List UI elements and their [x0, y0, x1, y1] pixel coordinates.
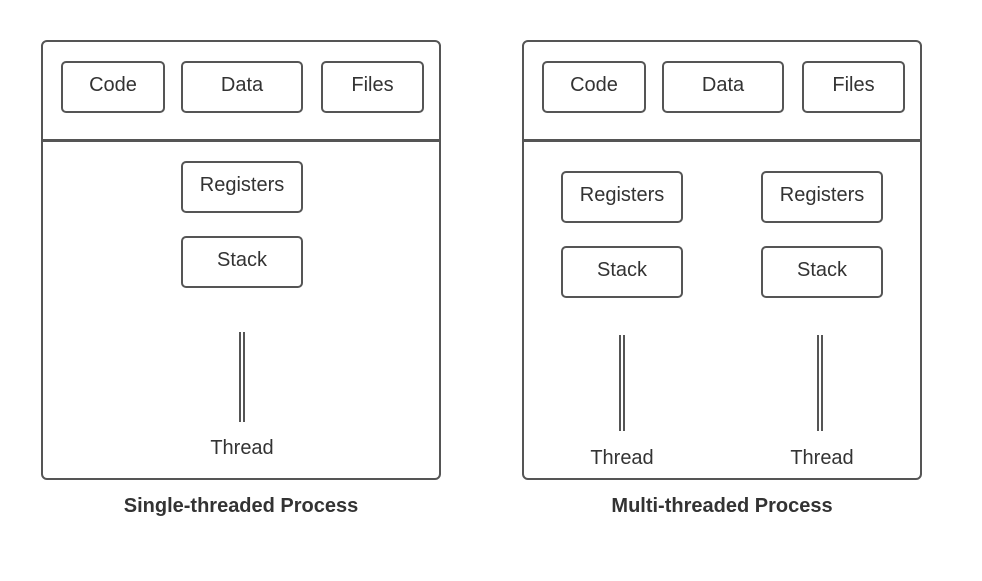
shared-divider: [522, 139, 922, 142]
stack-box: Stack: [181, 236, 303, 288]
thread-2-stack-box: Stack: [761, 246, 883, 298]
files-box: Files: [321, 61, 424, 113]
thread-2-registers-box: Registers: [761, 171, 883, 223]
thread-2-line: [817, 335, 823, 431]
code-box: Code: [542, 61, 646, 113]
thread-1-label: Thread: [590, 447, 654, 469]
registers-label: Registers: [779, 183, 865, 206]
files-label: Files: [832, 73, 875, 96]
multi-threaded-caption: Multi-threaded Process: [611, 495, 833, 517]
files-box: Files: [802, 61, 905, 113]
registers-label: Registers: [579, 183, 665, 206]
thread-1-line: [619, 335, 625, 431]
shared-divider: [41, 139, 441, 142]
stack-label: Stack: [796, 258, 848, 281]
thread-1-stack-box: Stack: [561, 246, 683, 298]
single-threaded-process: Code Data Files Registers Stack Thread: [41, 40, 441, 480]
files-label: Files: [351, 73, 394, 96]
data-box: Data: [662, 61, 784, 113]
code-box: Code: [61, 61, 165, 113]
thread-label: Thread: [210, 437, 274, 459]
stack-label: Stack: [216, 248, 268, 271]
thread-line: [239, 332, 245, 422]
single-threaded-caption: Single-threaded Process: [123, 495, 359, 517]
data-box: Data: [181, 61, 303, 113]
thread-1-registers-box: Registers: [561, 171, 683, 223]
multi-threaded-process: Code Data Files Registers Stack Thread R…: [522, 40, 922, 480]
code-label: Code: [89, 73, 137, 96]
registers-label: Registers: [199, 173, 285, 196]
data-label: Data: [220, 73, 264, 96]
code-label: Code: [570, 73, 618, 96]
data-label: Data: [701, 73, 745, 96]
thread-2-label: Thread: [790, 447, 854, 469]
stack-label: Stack: [596, 258, 648, 281]
registers-box: Registers: [181, 161, 303, 213]
